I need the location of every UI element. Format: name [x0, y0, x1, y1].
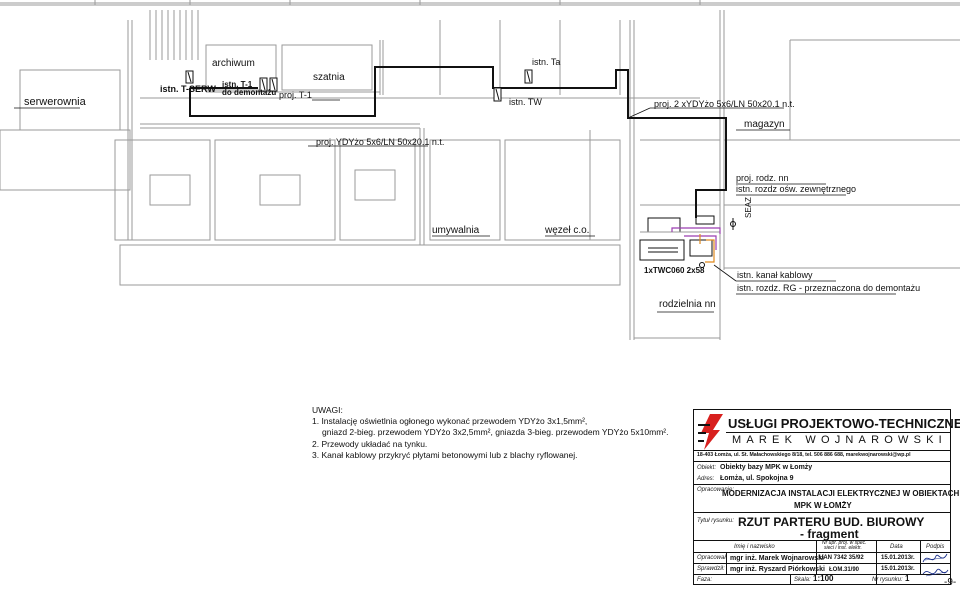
col-podpis-header: Podpis: [926, 544, 945, 550]
label-seaz: SEAZ: [744, 197, 753, 218]
opracowal-date: 15.01.2013r.: [881, 555, 915, 561]
skala-value: 1:100: [813, 574, 834, 583]
walls: [0, 0, 960, 340]
skala-label: Skala:: [794, 577, 811, 583]
notes-block: UWAGI: 1. Instalację oświetlnia ogłonego…: [312, 405, 668, 461]
opracowal-label: Opracował:: [697, 555, 728, 561]
cable-route: [189, 66, 727, 218]
notes-line-2: gniazd 2-bieg. przewodem YDYżo 3x2,5mm²,…: [322, 427, 669, 438]
switchgear: [639, 215, 736, 268]
stairs-hatching: [149, 10, 199, 60]
opracowanie-label: Opracowanie:: [697, 487, 735, 493]
obiekt-value: Obiekty bazy MPK w Łomży: [720, 464, 813, 471]
label-istn-tw: istn. TW: [509, 97, 542, 107]
sprawdzil-date: 15.01.2013r.: [881, 566, 915, 572]
label-istn-t-serw: istn. T-SERW: [160, 84, 216, 94]
col-name-header: Imię i nazwisko: [734, 544, 775, 550]
signatures: [922, 553, 949, 577]
label-istn-rozdz-osw: istn. rozdz ośw. zewnętrznego: [736, 184, 857, 194]
obiekt-label: Obiekt:: [697, 465, 717, 471]
label-istn-ta: istn. Ta: [532, 57, 561, 67]
company-logo: [698, 413, 724, 451]
terminal-symbols: [185, 69, 533, 102]
label-istn-kanal: istn. kanał kablowy: [737, 270, 813, 280]
notes-line-4: 3. Kanał kablowy przykryć płytami betono…: [312, 449, 578, 460]
opracowanie-line-1: MODERNIZACJA INSTALACJI ELEKTRYCZNEJ W O…: [722, 489, 960, 498]
sprawdzil-label: Sprawdził:: [697, 566, 725, 572]
company-owner: MAREK WOJNAROWSKI: [732, 434, 947, 446]
adres-label: Adres:: [697, 476, 715, 482]
col-upr-header-1: Nr upr. proj. w spec.: [822, 540, 867, 546]
room-magazyn: magazyn: [744, 119, 785, 130]
opracowal-upr: UAN 7342 35/92: [819, 555, 864, 561]
adres-value: Łomża, ul. Spokojna 9: [720, 475, 794, 482]
label-proj-rodz: proj. rodz. nn: [736, 173, 789, 183]
room-serwerownia: serwerownia: [24, 96, 86, 108]
room-umywalnia: umywalnia: [432, 225, 480, 236]
company-name: USŁUGI PROJEKTOWO-TECHNICZNE: [728, 416, 960, 431]
room-rozdzielnia: rodzielnia nn: [659, 299, 716, 310]
nr-rysunku-label: Nr rysunku:: [872, 577, 903, 583]
page-number: -9-: [944, 577, 957, 588]
label-proj-t1: proj. T-1: [279, 90, 312, 100]
label-twc: 1xTWC060 2x58: [644, 266, 705, 275]
notes-title: UWAGI:: [312, 405, 343, 415]
sprawdzil-upr: ŁOM.31/90: [829, 567, 860, 573]
label-proj-2x-cable: proj. 2 xYDYżo 5x6/LN 50x20.1 n.t.: [654, 99, 795, 109]
room-archiwum: archiwum: [212, 58, 255, 69]
col-data-header: Data: [890, 544, 903, 550]
notes-line-1: 1. Instalację oświetlnia ogłonego wykona…: [312, 416, 588, 427]
faza-label: Faza:: [697, 577, 713, 583]
label-istn-rg: istn. rozdz. RG - przeznaczona do demont…: [737, 283, 921, 293]
opracowanie-line-2: MPK W ŁOMŻY: [794, 501, 852, 510]
sprawdzil-name: mgr inż. Ryszard Piórkowski: [730, 566, 825, 573]
notes-line-3: 2. Przewody układać na tynku.: [312, 438, 428, 449]
label-istn-t1-line1: istn. T-1: [222, 80, 253, 89]
opracowal-name: mgr inż. Marek Wojnarowski: [730, 555, 825, 562]
label-istn-t1-line2: do demontażu: [222, 88, 277, 97]
col-upr-header-2: sieci i inst. elektr.: [824, 545, 862, 551]
room-wezel: węzeł c.o.: [545, 225, 590, 236]
label-proj-ydy-cable: proj. YDYżo 5x6/LN 50x20.1 n.t.: [316, 137, 445, 147]
room-szatnia: szatnia: [313, 72, 345, 83]
title-block: USŁUGI PROJEKTOWO-TECHNICZNE MAREK WOJNA…: [693, 409, 960, 585]
tytul-label: Tytuł rysunku:: [697, 518, 734, 524]
nr-rysunku-value: 1: [905, 574, 910, 583]
company-address: 18-403 Łomża, ul. St. Małachowskiego 8/1…: [697, 452, 911, 458]
tytul-line-2: - fragment: [800, 527, 859, 541]
leader-lines: [14, 99, 896, 313]
colored-wiring: [671, 227, 721, 263]
tytul-line-1: RZUT PARTERU BUD. BIUROWY: [738, 515, 925, 529]
